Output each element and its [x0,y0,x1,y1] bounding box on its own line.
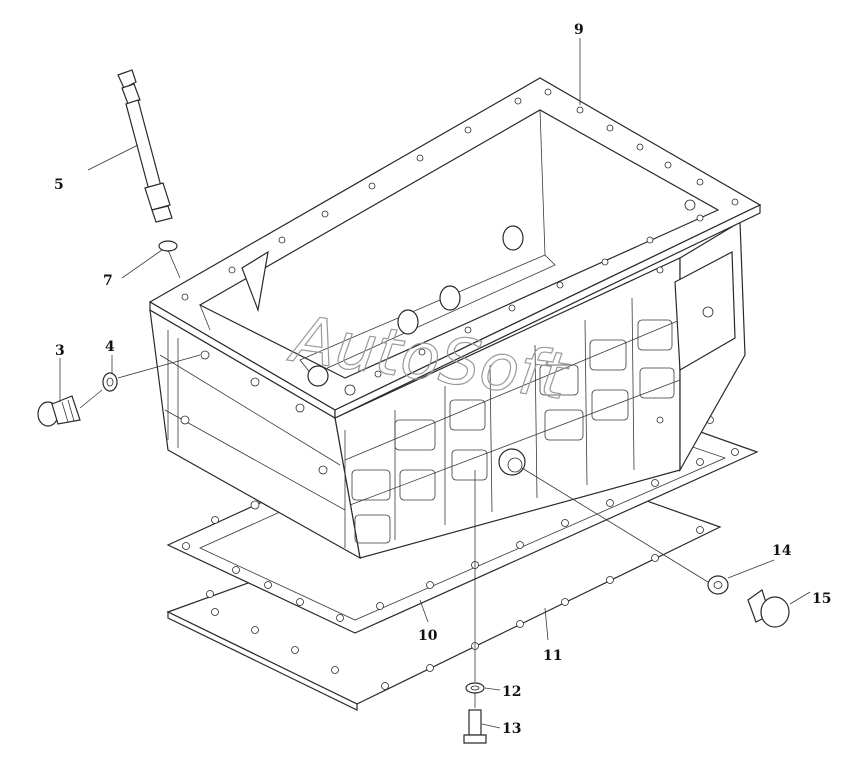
bolt-13 [463,709,487,744]
callout-12: 12 [502,684,521,700]
washer-4 [102,372,118,392]
oil-pan-9 [148,77,762,560]
washer-14 [707,575,729,595]
callout-13: 13 [502,721,521,737]
plug-3 [37,395,81,427]
callout-5: 5 [54,177,64,193]
callout-4: 4 [105,339,115,355]
plug-15 [747,589,790,628]
callout-3: 3 [55,343,65,359]
callout-11: 11 [543,648,562,664]
washer-12 [465,682,485,694]
callout-labels: 9 5 7 4 3 14 15 10 11 12 13 [54,22,831,737]
callout-15: 15 [812,591,831,607]
callout-9: 9 [574,22,584,38]
callout-10: 10 [418,628,438,644]
dipstick-5 [117,69,181,279]
leader-lines [59,38,811,729]
callout-7: 7 [103,273,113,289]
callout-14: 14 [772,543,792,559]
